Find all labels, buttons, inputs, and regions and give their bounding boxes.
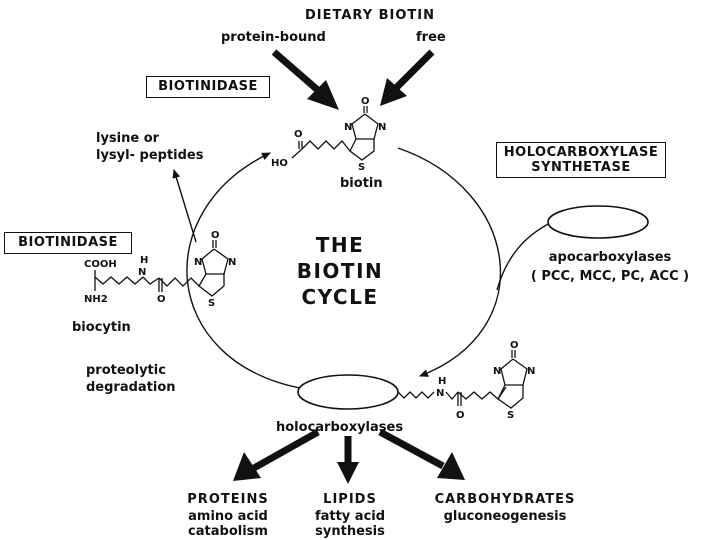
output-proteins-title: PROTEINS — [187, 492, 269, 507]
holocarboxylase-oxygen-atom: O — [510, 340, 519, 351]
biotin-sulfur-atom: S — [358, 162, 365, 173]
biocytin-carboxyl: COOH — [84, 259, 117, 270]
cycle-title: THE BIOTIN CYCLE — [280, 232, 400, 310]
biocytin-structure — [94, 240, 229, 297]
arrow-to-carbohydrates — [378, 428, 465, 480]
holocarboxylase-synthetase-line-2: SYNTHETASE — [531, 160, 631, 175]
output-carbohydrates-title: CARBOHYDRATES — [434, 492, 576, 507]
dietary-biotin-title: DIETARY BIOTIN — [304, 8, 436, 23]
biocytin-nitrogen-right: N — [228, 257, 236, 268]
lysine-label-line-1: lysine or — [96, 131, 160, 146]
cycle-arc-right — [397, 147, 502, 377]
arrow-to-proteins — [233, 428, 320, 481]
apocarboxylases-line-2: ( PCC, MCC, PC, ACC ) — [530, 269, 690, 284]
arrow-protein-bound — [271, 49, 339, 110]
cycle-title-line-2: BIOTIN — [296, 259, 384, 283]
holocarboxylase-biotinyl-structure — [397, 350, 528, 409]
proteolytic-line-1: proteolytic — [86, 363, 166, 378]
holocarboxylase-synthetase-box: HOLOCARBOXYLASE SYNTHETASE — [496, 142, 666, 178]
holocarboxylase-nitrogen-right: N — [527, 366, 535, 377]
proteolytic-line-2: degradation — [86, 380, 176, 395]
arrow-free — [380, 49, 435, 106]
apocarboxylases-line-1: apocarboxylases — [548, 250, 672, 265]
output-proteins: PROTEINS amino acid catabolism — [168, 492, 288, 539]
holocarboxylases-label: holocarboxylases — [276, 420, 404, 435]
lysine-label: lysine or lysyl- peptides — [96, 130, 203, 164]
cycle-title-line-1: THE — [315, 233, 365, 257]
lysine-label-line-2: lysyl- peptides — [96, 148, 204, 163]
biotin-label: biotin — [340, 176, 383, 191]
holocarboxylase-amide-nitrogen: N — [436, 388, 444, 399]
apocarboxylase-oval — [547, 205, 649, 239]
holocarboxylase-nitrogen-left: N — [493, 366, 501, 377]
holocarboxylase-synthetase-line-1: HOLOCARBOXYLASE — [503, 145, 659, 160]
holocarboxylase-carbonyl-oxygen: O — [456, 410, 465, 421]
holocarboxylase-oval — [297, 374, 399, 410]
biotin-carbonyl-oxygen: O — [294, 129, 303, 140]
biocytin-oxygen-atom: O — [211, 230, 220, 241]
biocytin-amine: NH2 — [84, 294, 108, 305]
output-proteins-sub-1: amino acid — [188, 509, 268, 524]
apocarboxylase-arrow — [496, 221, 553, 291]
holocarboxylase-amide-hydrogen: H — [438, 376, 446, 387]
biocytin-carbonyl-oxygen: O — [157, 294, 166, 305]
lysine-release-arrow — [172, 169, 197, 243]
output-lipids-sub-2: synthesis — [315, 524, 385, 539]
biotin-structure — [291, 106, 379, 161]
biotin-oxygen-atom: O — [361, 96, 370, 107]
apocarboxylases-label: apocarboxylases ( PCC, MCC, PC, ACC ) — [510, 248, 710, 286]
biotin-nitrogen-left: N — [344, 122, 352, 133]
output-lipids: LIPIDS fatty acid synthesis — [290, 492, 410, 539]
biocytin-amide-nitrogen: N — [138, 267, 146, 278]
output-proteins-sub-2: catabolism — [188, 524, 268, 539]
output-carbohydrates: CARBOHYDRATES gluconeogenesis — [420, 492, 590, 524]
biocytin-nitrogen-left: N — [194, 257, 202, 268]
biotin-hydroxyl: HO — [271, 158, 288, 169]
output-lipids-sub-1: fatty acid — [314, 509, 386, 524]
biocytin-amide-hydrogen: H — [140, 255, 148, 266]
cycle-title-line-3: CYCLE — [301, 285, 379, 309]
biotinidase-box-left: BIOTINIDASE — [4, 232, 132, 254]
output-lipids-title: LIPIDS — [323, 492, 377, 507]
biotin-nitrogen-right: N — [378, 122, 386, 133]
biocytin-label: biocytin — [72, 320, 131, 335]
protein-bound-label: protein-bound — [221, 30, 326, 45]
holocarboxylase-sulfur-atom: S — [507, 410, 514, 421]
proteolytic-degradation-label: proteolytic degradation — [86, 362, 176, 396]
output-carbohydrates-sub-1: gluconeogenesis — [443, 509, 567, 524]
biocytin-sulfur-atom: S — [208, 298, 215, 309]
arrow-to-lipids — [337, 436, 359, 484]
free-label: free — [416, 30, 446, 45]
biotinidase-box-top: BIOTINIDASE — [146, 76, 270, 98]
